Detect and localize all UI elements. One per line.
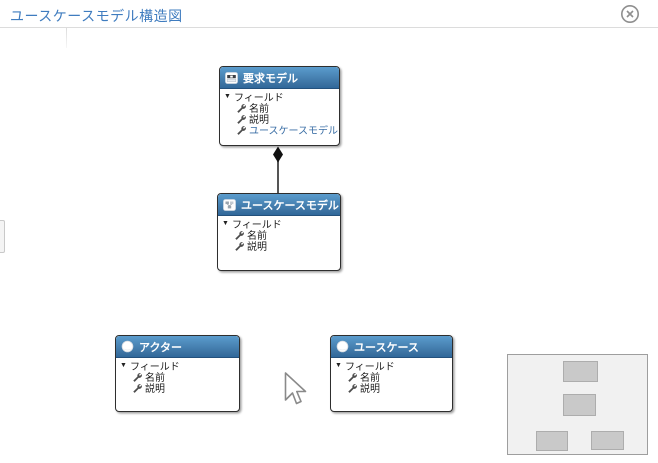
minimap-node-rect [563, 394, 596, 416]
field-row[interactable]: 説明 [221, 240, 337, 253]
node-title: 要求モデル [243, 72, 298, 85]
wrench-icon [236, 103, 246, 113]
field-row[interactable]: 説明 [119, 382, 236, 395]
field-label: 名前 [145, 373, 165, 384]
minimap-node-rect [563, 361, 598, 382]
circle-icon [336, 340, 349, 353]
field-row[interactable]: 名前 [221, 229, 337, 242]
node-requirement-model[interactable]: 要求モデル ▼ フィールド 名前 説明 ユースケースモデル [219, 66, 340, 146]
field-label: 説明 [247, 242, 267, 253]
node-body: ▼ フィールド 名前 説明 [116, 358, 239, 395]
fields-group-row[interactable]: ▼ フィールド [221, 218, 337, 231]
field-label: 説明 [249, 115, 269, 126]
title-bar: ユースケースモデル構造図 [0, 0, 658, 28]
fields-group-row[interactable]: ▼ フィールド [119, 360, 236, 373]
node-header[interactable]: 要求モデル [220, 67, 339, 89]
node-usecase-model[interactable]: ユースケースモデル ▼ フィールド 名前 説明 [217, 193, 341, 271]
field-row[interactable]: 名前 [119, 371, 236, 384]
collapse-expander-icon[interactable]: ▼ [335, 362, 342, 369]
wrench-icon [234, 241, 244, 251]
field-row[interactable]: 名前 [334, 371, 449, 384]
minimap-node-rect [591, 431, 624, 450]
wrench-icon [234, 230, 244, 240]
node-header[interactable]: アクター [116, 336, 239, 358]
node-actor[interactable]: アクター ▼ フィールド 名前 説明 [115, 335, 240, 412]
circle-icon [121, 340, 134, 353]
field-row[interactable]: 名前 [223, 102, 336, 115]
node-title: ユースケースモデル [241, 199, 339, 212]
composition-diamond-icon [273, 146, 283, 163]
field-label: 名前 [247, 231, 267, 242]
node-body: ▼ フィールド 名前 説明 ユースケースモデル [220, 89, 339, 137]
node-body: ▼ フィールド 名前 説明 [218, 216, 340, 253]
fields-group-label: フィールド [129, 362, 180, 373]
field-label: 説明 [360, 384, 380, 395]
fields-group-row[interactable]: ▼ フィールド [334, 360, 449, 373]
field-row[interactable]: 説明 [334, 382, 449, 395]
header-divider [0, 27, 658, 28]
collapse-expander-icon[interactable]: ▼ [224, 93, 231, 100]
node-title: ユースケース [354, 341, 419, 354]
fields-group-label: フィールド [344, 362, 395, 373]
field-label-link[interactable]: ユースケースモデル [249, 126, 338, 137]
fields-group-label: フィールド [231, 220, 282, 231]
node-body: ▼ フィールド 名前 説明 [331, 358, 452, 395]
composition-connector-line[interactable] [277, 158, 279, 194]
fields-group-row[interactable]: ▼ フィールド [223, 91, 336, 104]
panel-edge-line [66, 28, 67, 48]
field-row-link[interactable]: ユースケースモデル [223, 124, 338, 137]
mouse-cursor-icon [284, 372, 307, 413]
field-row[interactable]: 説明 [223, 113, 336, 126]
collapse-expander-icon[interactable]: ▼ [222, 220, 229, 227]
node-header[interactable]: ユースケース [331, 336, 452, 358]
page-title: ユースケースモデル構造図 [10, 8, 183, 24]
field-label: 名前 [249, 104, 269, 115]
overview-minimap[interactable] [507, 354, 648, 455]
minimap-node-rect [536, 431, 568, 451]
model-window-icon [225, 71, 238, 84]
node-title: アクター [139, 341, 183, 354]
wrench-icon [132, 372, 142, 382]
node-usecase[interactable]: ユースケース ▼ フィールド 名前 説明 [330, 335, 453, 412]
fields-group-label: フィールド [233, 93, 284, 104]
circle-x-icon [621, 5, 639, 23]
wrench-icon [236, 114, 246, 124]
field-label: 名前 [360, 373, 380, 384]
wrench-icon [236, 125, 246, 135]
field-label: 説明 [145, 384, 165, 395]
collapsed-panel-handle[interactable] [0, 220, 5, 253]
collapse-expander-icon[interactable]: ▼ [120, 362, 127, 369]
close-button[interactable] [619, 3, 641, 25]
wrench-icon [347, 383, 357, 393]
node-header[interactable]: ユースケースモデル [218, 194, 340, 216]
diagram-icon [223, 198, 236, 211]
wrench-icon [347, 372, 357, 382]
wrench-icon [132, 383, 142, 393]
